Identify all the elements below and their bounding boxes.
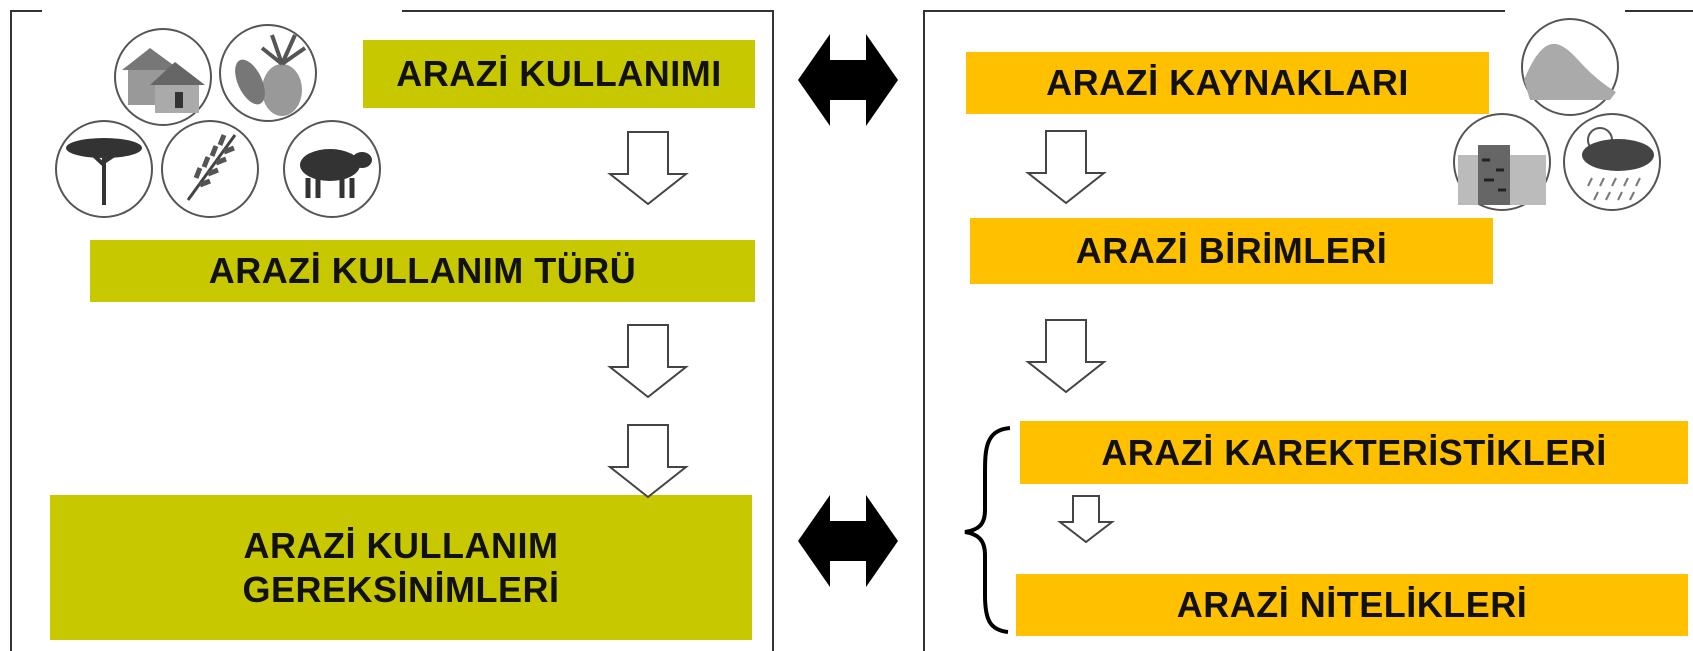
rain-cloud-icon	[1563, 113, 1661, 211]
land-resources-box: ARAZİ KAYNAKLARI	[966, 52, 1489, 114]
land-use-requirements-box: ARAZİ KULLANIM GEREKSİNİMLERİ	[50, 495, 752, 640]
double-arrow-icon	[798, 34, 898, 126]
land-use-label: ARAZİ KULLANIMI	[396, 53, 722, 95]
slope-terrain-icon	[1521, 18, 1619, 116]
arrow-down-icon	[609, 324, 687, 398]
land-use-requirements-label: ARAZİ KULLANIM GEREKSİNİMLERİ	[242, 525, 560, 610]
land-characteristics-label: ARAZİ KAREKTERİSTİKLERİ	[1101, 431, 1607, 473]
land-units-label: ARAZİ BİRİMLERİ	[1075, 230, 1388, 272]
land-resources-panel	[923, 10, 1693, 651]
cattle-icon	[283, 120, 381, 218]
land-use-type-box: ARAZİ KULLANIM TÜRÜ	[90, 240, 755, 302]
land-use-type-label: ARAZİ KULLANIM TÜRÜ	[208, 250, 637, 292]
pineapple-fruit-icon	[219, 24, 317, 122]
wheat-icon	[161, 120, 259, 218]
curly-brace-icon	[964, 426, 1011, 634]
land-qualities-box: ARAZİ NİTELİKLERİ	[1016, 574, 1688, 636]
arrow-down-icon	[609, 424, 687, 498]
acacia-tree-icon	[55, 120, 153, 218]
arrow-down-icon	[1059, 495, 1113, 543]
panel-border-gap	[1505, 5, 1625, 15]
land-qualities-label: ARAZİ NİTELİKLERİ	[1176, 584, 1528, 626]
arrow-down-icon	[609, 131, 687, 205]
arrow-down-icon	[1027, 130, 1105, 204]
double-arrow-icon	[798, 495, 898, 587]
land-use-box: ARAZİ KULLANIMI	[363, 40, 755, 108]
panel-border-gap	[42, 5, 402, 15]
huts-icon	[114, 28, 212, 126]
soil-profile-icon	[1453, 113, 1551, 211]
land-units-box: ARAZİ BİRİMLERİ	[970, 218, 1493, 284]
arrow-down-icon	[1027, 319, 1105, 393]
land-characteristics-box: ARAZİ KAREKTERİSTİKLERİ	[1020, 421, 1688, 484]
land-resources-label: ARAZİ KAYNAKLARI	[1046, 62, 1409, 104]
